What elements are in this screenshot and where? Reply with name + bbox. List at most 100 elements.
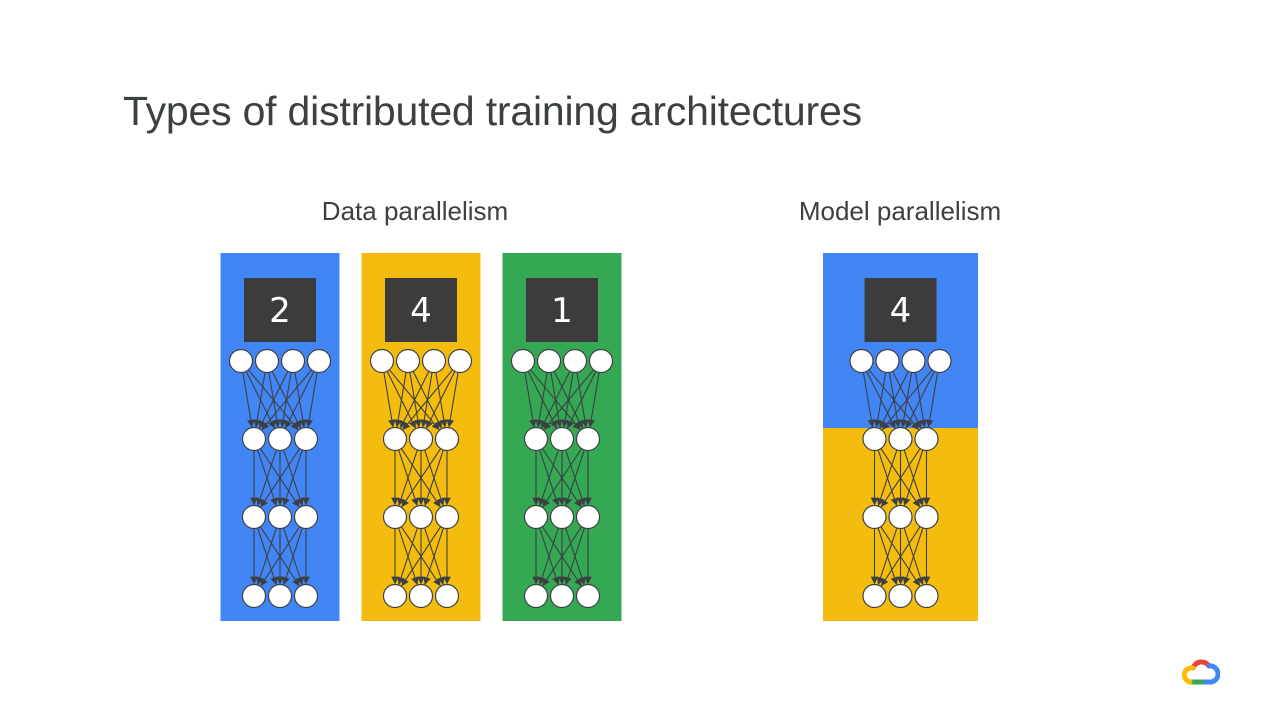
data-worker-1-node-l2-n2 [293, 504, 319, 530]
data-worker-3-input-box [526, 278, 598, 342]
data-worker-2-node-l0-n3 [447, 348, 473, 374]
data-worker-3-edge-l0-n2-to-n0 [541, 371, 571, 429]
data-worker-2-panel: 4 [361, 253, 481, 621]
data-worker-2-node-l1-n1 [408, 426, 434, 452]
data-worker-1-edge-l1-n2-to-n1 [282, 449, 303, 506]
model-edge-l1-n1-to-n0 [876, 449, 898, 506]
data-worker-1-edge-l0-n3-to-n1 [285, 371, 315, 429]
data-worker-3-node-l2-n0 [523, 504, 549, 530]
data-worker-3-node-l2-n2 [575, 504, 601, 530]
model-edge-l2-n2-to-n1 [902, 527, 924, 585]
model-input-box [864, 278, 937, 342]
data-worker-3-node-l0-n0 [510, 348, 536, 374]
data-worker-2-edge-l0-n0-to-n0 [383, 372, 396, 428]
data-worker-1-edge-l0-n3-to-n2 [305, 372, 318, 428]
data-worker-1-edge-l0-n0-to-n0 [242, 372, 255, 428]
data-worker-2-edge-l2-n1-to-n0 [397, 527, 418, 585]
data-worker-1-edge-l0-n1-to-n0 [253, 372, 266, 428]
data-worker-1-edge-l2-n2-to-n0 [260, 526, 301, 587]
cloud-logo-yellow [1181, 665, 1196, 685]
slide-title: Types of distributed training architectu… [123, 88, 862, 134]
model-node-l2-n2 [914, 504, 939, 530]
data-worker-1-input-box [244, 278, 316, 342]
data-worker-2-node-l3-n2 [434, 583, 460, 609]
data-worker-2-input-box [385, 278, 457, 342]
model-node-l0-n2 [901, 348, 926, 374]
data-worker-1-node-l1-n0 [241, 426, 267, 452]
data-worker-2-node-l2-n2 [434, 504, 460, 530]
data-worker-1-edge-l2-n2-to-n1 [282, 527, 303, 585]
data-worker-1-node-l0-n3 [306, 348, 332, 374]
data-worker-3-node-l2-n1 [549, 504, 575, 530]
data-worker-2-node-l1-n0 [382, 426, 408, 452]
data-worker-2-node-l2-n1 [408, 504, 434, 530]
model-node-l3-n0 [862, 583, 887, 609]
data-worker-2-node-l0-n2 [421, 348, 447, 374]
model-edge-l2-n1-to-n0 [876, 527, 898, 585]
data-worker-1-edge-l0-n3-to-n0 [261, 369, 313, 430]
model-edge-l1-n2-to-n0 [880, 448, 921, 508]
model-edge-l1-n2-to-n1 [902, 449, 924, 506]
model-edge-l0-n3-to-n0 [882, 369, 933, 430]
data-worker-1-node-l3-n2 [293, 583, 319, 609]
data-worker-2-edge-l0-n3-to-n0 [402, 369, 454, 430]
data-worker-1-node-l2-n0 [241, 504, 267, 530]
data-worker-3-node-l3-n2 [575, 583, 601, 609]
data-worker-3-edge-l0-n3-to-n0 [543, 369, 595, 430]
data-worker-3-edge-l2-n2-to-n1 [564, 527, 585, 585]
data-worker-3-node-l1-n2 [575, 426, 601, 452]
cloud-logo-blue [1199, 663, 1220, 685]
model-node-l2-n0 [862, 504, 887, 530]
data-worker-3-edge-l0-n3-to-n1 [567, 371, 597, 429]
data-worker-3-panel: 1 [502, 253, 622, 621]
data-worker-3-edge-l2-n2-to-n0 [542, 526, 583, 587]
data-worker-3-edge-l0-n1-to-n0 [535, 372, 548, 428]
data-worker-1-edge-l2-n1-to-n0 [256, 527, 277, 585]
data-worker-2-edge-l1-n1-to-n0 [397, 449, 418, 506]
data-worker-1-node-l3-n0 [241, 583, 267, 609]
data-worker-2-edge-l0-n1-to-n0 [394, 372, 407, 428]
data-worker-3-edge-l0-n3-to-n2 [587, 372, 600, 428]
data-worker-2-edge-l2-n2-to-n0 [401, 526, 442, 587]
data-worker-1-node-l3-n1 [267, 583, 293, 609]
model-edge-l2-n2-to-n0 [880, 526, 921, 587]
data-worker-3-node-l0-n2 [562, 348, 588, 374]
data-worker-1-edge-l1-n2-to-n0 [260, 448, 301, 508]
model-node-l1-n1 [888, 426, 913, 452]
data-worker-2-node-l0-n1 [395, 348, 421, 374]
model-node-l3-n1 [888, 583, 913, 609]
data-worker-3-edge-l1-n1-to-n0 [538, 449, 559, 506]
data-worker-3-edge-l1-n2-to-n0 [542, 448, 583, 508]
data-worker-3-node-l0-n1 [536, 348, 562, 374]
data-worker-3-node-l3-n0 [523, 583, 549, 609]
data-worker-1-node-l1-n2 [293, 426, 319, 452]
data-worker-2-node-l0-n0 [369, 348, 395, 374]
data-worker-1-node-l0-n2 [280, 348, 306, 374]
data-worker-2-node-l3-n1 [408, 583, 434, 609]
data-worker-1-panel: 2 [220, 253, 340, 621]
data-worker-1-edge-l0-n2-to-n0 [259, 371, 289, 429]
data-worker-3-node-l3-n1 [549, 583, 575, 609]
data-worker-1-node-l1-n1 [267, 426, 293, 452]
data-parallelism-label: Data parallelism [321, 196, 509, 226]
data-worker-2-edge-l2-n2-to-n1 [423, 527, 444, 585]
data-worker-3-node-l0-n3 [588, 348, 614, 374]
data-worker-1-node-l0-n1 [254, 348, 280, 374]
data-worker-2-edge-l1-n2-to-n0 [401, 448, 442, 508]
data-worker-3-edge-l0-n0-to-n0 [524, 372, 537, 428]
model-node-l1-n2 [914, 426, 939, 452]
model-edge-l0-n3-to-n1 [905, 371, 935, 429]
data-worker-3-edge-l2-n1-to-n0 [538, 527, 559, 585]
model-parallel-panel: 4 [823, 253, 978, 621]
google-cloud-logo [1181, 659, 1220, 685]
data-worker-2-node-l1-n2 [434, 426, 460, 452]
model-edge-l0-n2-to-n0 [879, 371, 909, 429]
model-node-l3-n2 [914, 583, 939, 609]
data-worker-3-edge-l1-n2-to-n1 [564, 449, 585, 506]
model-input-label: 4 [890, 291, 912, 331]
model-node-l0-n0 [849, 348, 874, 374]
data-worker-2-node-l3-n0 [382, 583, 408, 609]
data-worker-3-node-l1-n1 [549, 426, 575, 452]
